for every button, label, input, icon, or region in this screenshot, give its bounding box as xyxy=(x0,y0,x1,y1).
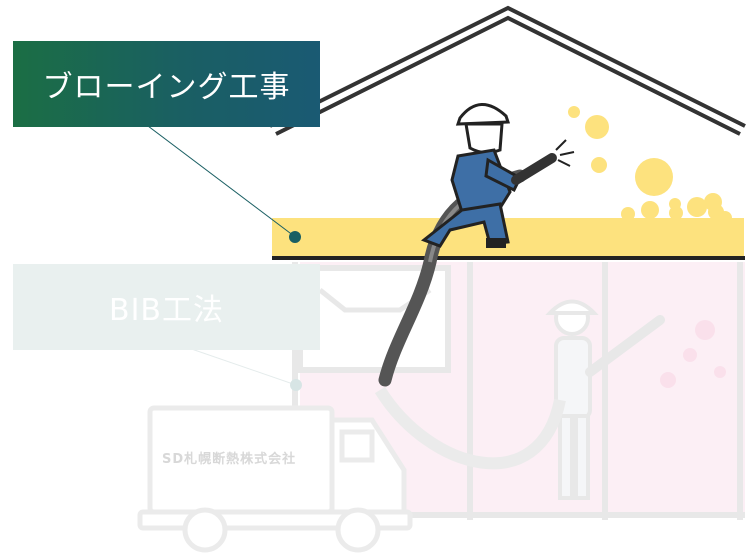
truck-company-logo: SD札幌断熱株式会社 xyxy=(162,452,297,467)
tab-blowing-label: ブローイング工事 xyxy=(42,70,291,105)
tab-bib-label: BIB工法 xyxy=(108,293,224,328)
truck xyxy=(137,405,413,553)
blowing-worker xyxy=(420,103,575,248)
bib-worker xyxy=(545,299,665,500)
blowing-marker xyxy=(289,231,301,243)
insulation-particles xyxy=(568,106,732,225)
roof-inner xyxy=(275,15,741,136)
blowing-leader-line xyxy=(147,125,295,237)
tab-blowing-work[interactable]: ブローイング工事 xyxy=(13,41,320,127)
roof-outer xyxy=(269,5,746,128)
tab-bib-method[interactable]: BIB工法 xyxy=(13,264,320,350)
attic-section xyxy=(147,5,746,387)
